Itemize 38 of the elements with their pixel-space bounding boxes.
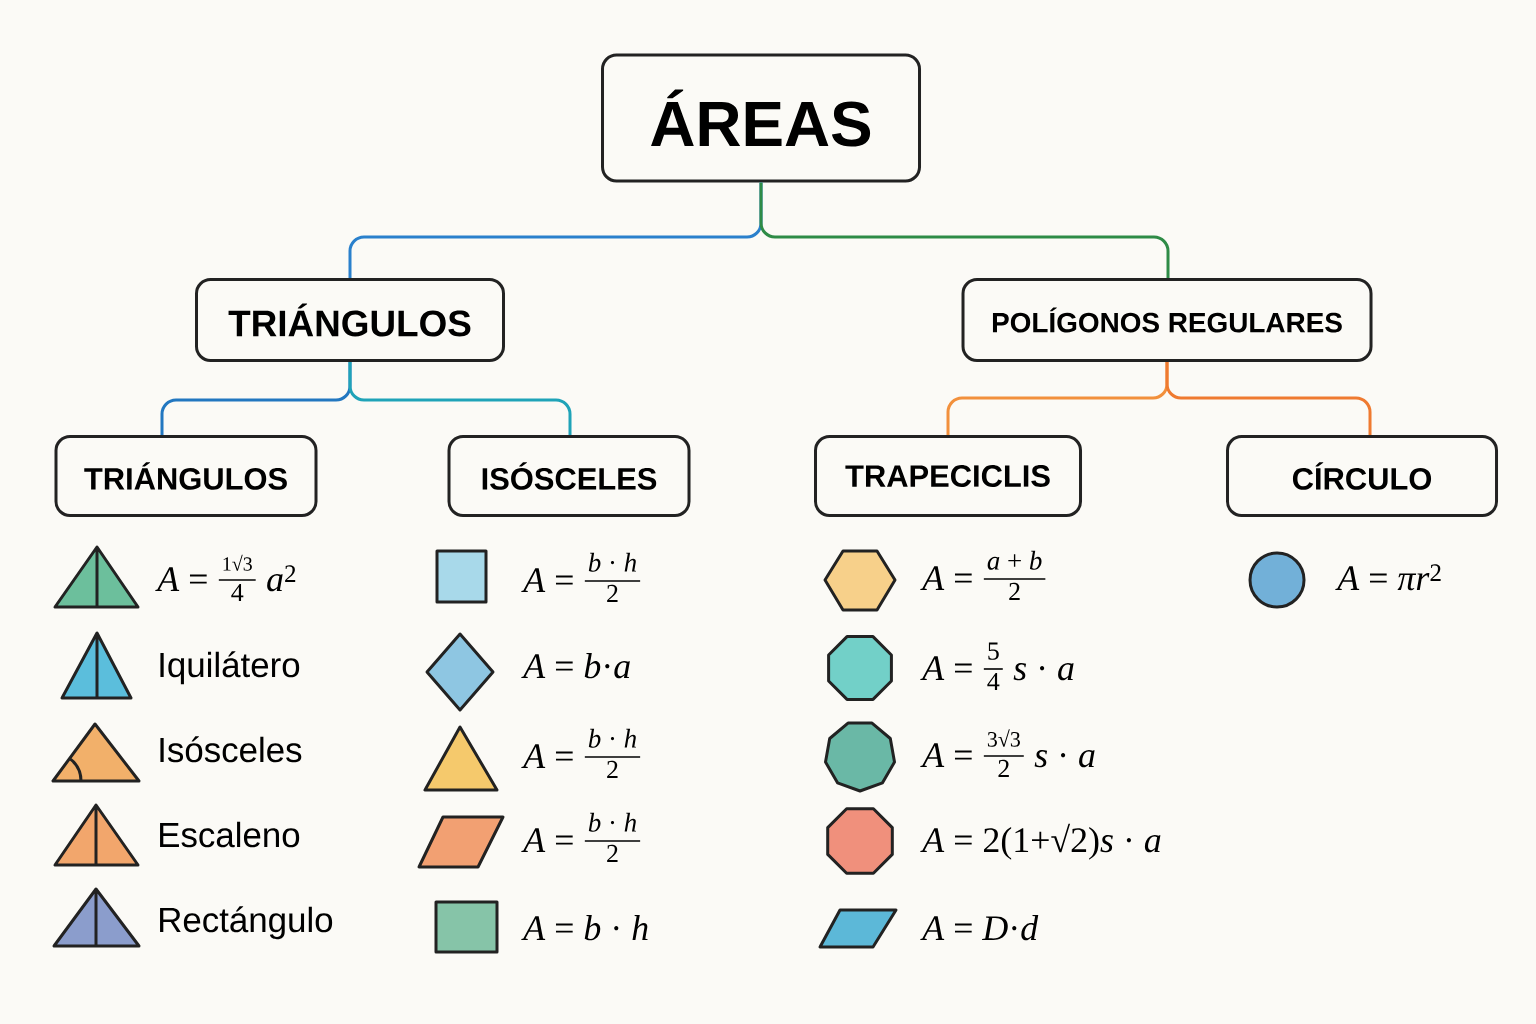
label: 1√3: [223, 554, 252, 571]
shape-label: Iquilátero: [160, 651, 300, 685]
label: 4: [987, 672, 1000, 691]
category-box: TRIÁNGULOS: [195, 278, 505, 362]
category-box: POLÍGONOS REGULARES: [961, 278, 1373, 362]
label: 4: [231, 583, 244, 602]
label: A =: [920, 656, 972, 680]
formula: A = b · h: [521, 915, 648, 941]
label: A =: [920, 743, 972, 767]
formula: A = 3√3 2 s · a: [920, 729, 1095, 777]
connector-line: [348, 362, 572, 435]
shape-label: Escaleno: [160, 821, 300, 848]
topic-box: ÁREAS: [601, 53, 921, 183]
label: 3√3: [987, 729, 1020, 747]
label: 5: [988, 642, 999, 660]
connector-line: [759, 182, 1170, 278]
formula: A = 2(1+√2)s · a: [920, 823, 1161, 860]
subcategory-box: TRIÁNGULOS: [54, 435, 318, 517]
formula: A = b · h 2: [521, 812, 641, 862]
formula: A = a + b 2: [920, 550, 1047, 600]
shape-label: Rectángulo: [160, 906, 333, 940]
formula: A = b · h 2: [521, 552, 641, 602]
label: a$^{2}$: [267, 565, 296, 592]
formula: A = 1√3 4 a$^{2}$: [155, 554, 296, 601]
subcategory-box: TRAPECICLIS: [814, 435, 1082, 517]
label: 2: [998, 759, 1009, 778]
subcategory-box: ISÓSCELES: [447, 435, 691, 517]
label: A =: [155, 567, 207, 591]
subcategory-box: CÍRCULO: [1226, 435, 1498, 517]
formula: A = b·a: [521, 653, 630, 679]
connector-line: [1165, 362, 1372, 435]
label: s · a: [1013, 663, 1074, 681]
formula: A = D·d: [920, 915, 1039, 941]
label: s · a: [1034, 750, 1095, 768]
shape-label: Isósceles: [160, 736, 302, 763]
formula: A = 5 4 s · a: [920, 642, 1074, 690]
formula: A = πr$^{2}$: [1335, 564, 1441, 591]
formula: A = b · h 2: [521, 728, 641, 778]
